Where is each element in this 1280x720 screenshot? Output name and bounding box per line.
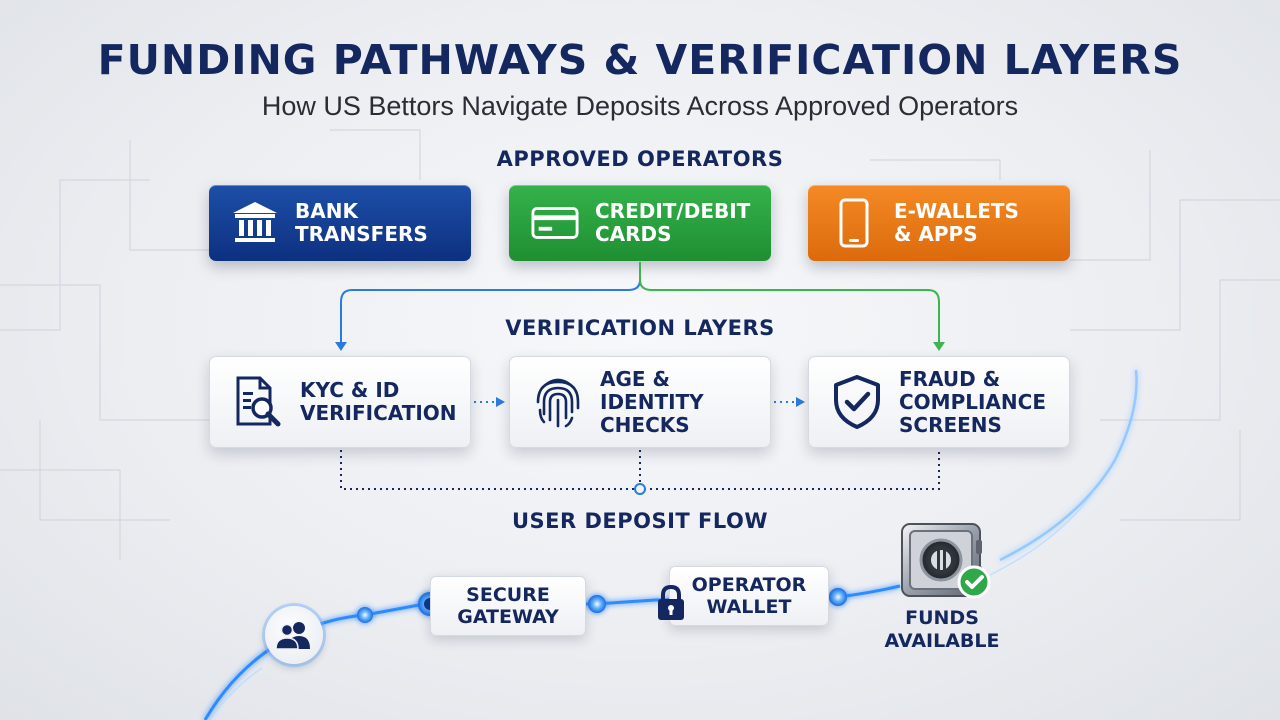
flow-node	[588, 595, 606, 613]
vault-check-icon	[901, 523, 991, 599]
flow-step-label: OPERATOR WALLET	[691, 574, 807, 618]
method-label: CREDIT/DEBIT CARDS	[595, 199, 751, 246]
document-search-icon	[230, 374, 286, 430]
layer-age-identity-checks[interactable]: AGE & IDENTITY CHECKS	[509, 356, 771, 448]
flow-node	[357, 607, 373, 623]
fingerprint-icon	[530, 374, 586, 430]
page-title: FUNDING PATHWAYS & VERIFICATION LAYERS	[97, 36, 1183, 84]
method-label: E-WALLETS & APPS	[894, 199, 1019, 246]
shield-check-icon	[829, 374, 885, 430]
layer-label: AGE & IDENTITY CHECKS	[600, 366, 704, 437]
lock-icon	[658, 584, 684, 620]
section-label-verification: VERIFICATION LAYERS	[505, 316, 775, 340]
users-icon	[265, 606, 323, 664]
layer-label: KYC & ID VERIFICATION	[300, 378, 457, 425]
smartphone-icon	[830, 198, 878, 248]
flow-node	[829, 588, 847, 606]
credit-card-icon	[531, 199, 579, 247]
bank-icon	[231, 199, 279, 247]
method-e-wallets-apps[interactable]: E-WALLETS & APPS	[808, 185, 1070, 261]
section-label-flow: USER DEPOSIT FLOW	[511, 509, 769, 533]
layer-kyc-id-verification[interactable]: KYC & ID VERIFICATION	[209, 356, 471, 448]
page-subtitle: How US Bettors Navigate Deposits Across …	[261, 91, 1019, 121]
flow-step-secure-gateway[interactable]: SECURE GATEWAY	[430, 576, 586, 636]
flow-step-label: SECURE GATEWAY	[457, 584, 559, 628]
method-label: BANK TRANSFERS	[295, 199, 428, 246]
flow-step-operator-wallet[interactable]: OPERATOR WALLET	[669, 566, 829, 626]
layer-fraud-compliance-screens[interactable]: FRAUD & COMPLIANCE SCREENS	[808, 356, 1070, 448]
flow-step-funds-available: FUNDS AVAILABLE	[884, 607, 1000, 652]
method-bank-transfers[interactable]: BANK TRANSFERS	[209, 185, 471, 261]
method-credit-debit-cards[interactable]: CREDIT/DEBIT CARDS	[509, 185, 771, 261]
layer-label: FRAUD & COMPLIANCE SCREENS	[899, 366, 1046, 437]
section-label-operators: APPROVED OPERATORS	[496, 147, 784, 171]
